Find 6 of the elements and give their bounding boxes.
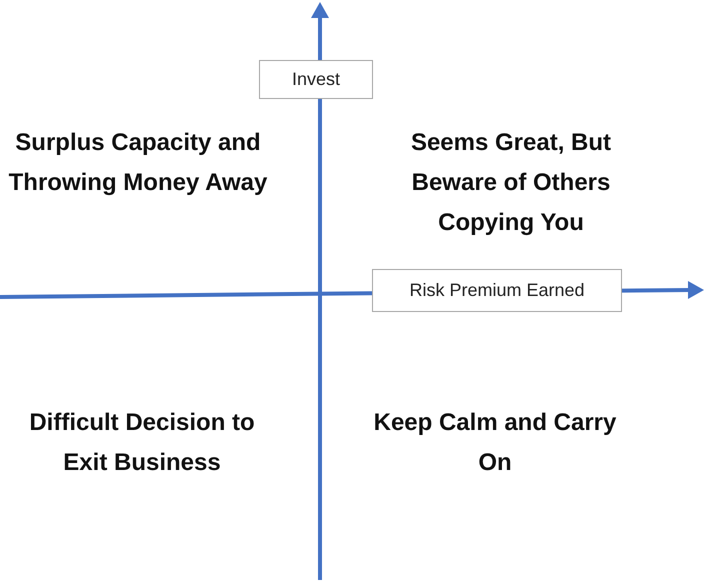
axis-label-box: Risk Premium Earned xyxy=(372,269,622,312)
quadrant-label: Surplus Capacity and Throwing Money Away xyxy=(8,128,268,198)
quadrant-label: Seems Great, But Beware of Others Copying You xyxy=(410,128,612,238)
quadrant-label: Difficult Decision to Exit Business xyxy=(28,408,256,478)
axis-label-box: Invest xyxy=(259,60,373,99)
quadrant-label: Keep Calm and Carry On xyxy=(372,408,618,478)
